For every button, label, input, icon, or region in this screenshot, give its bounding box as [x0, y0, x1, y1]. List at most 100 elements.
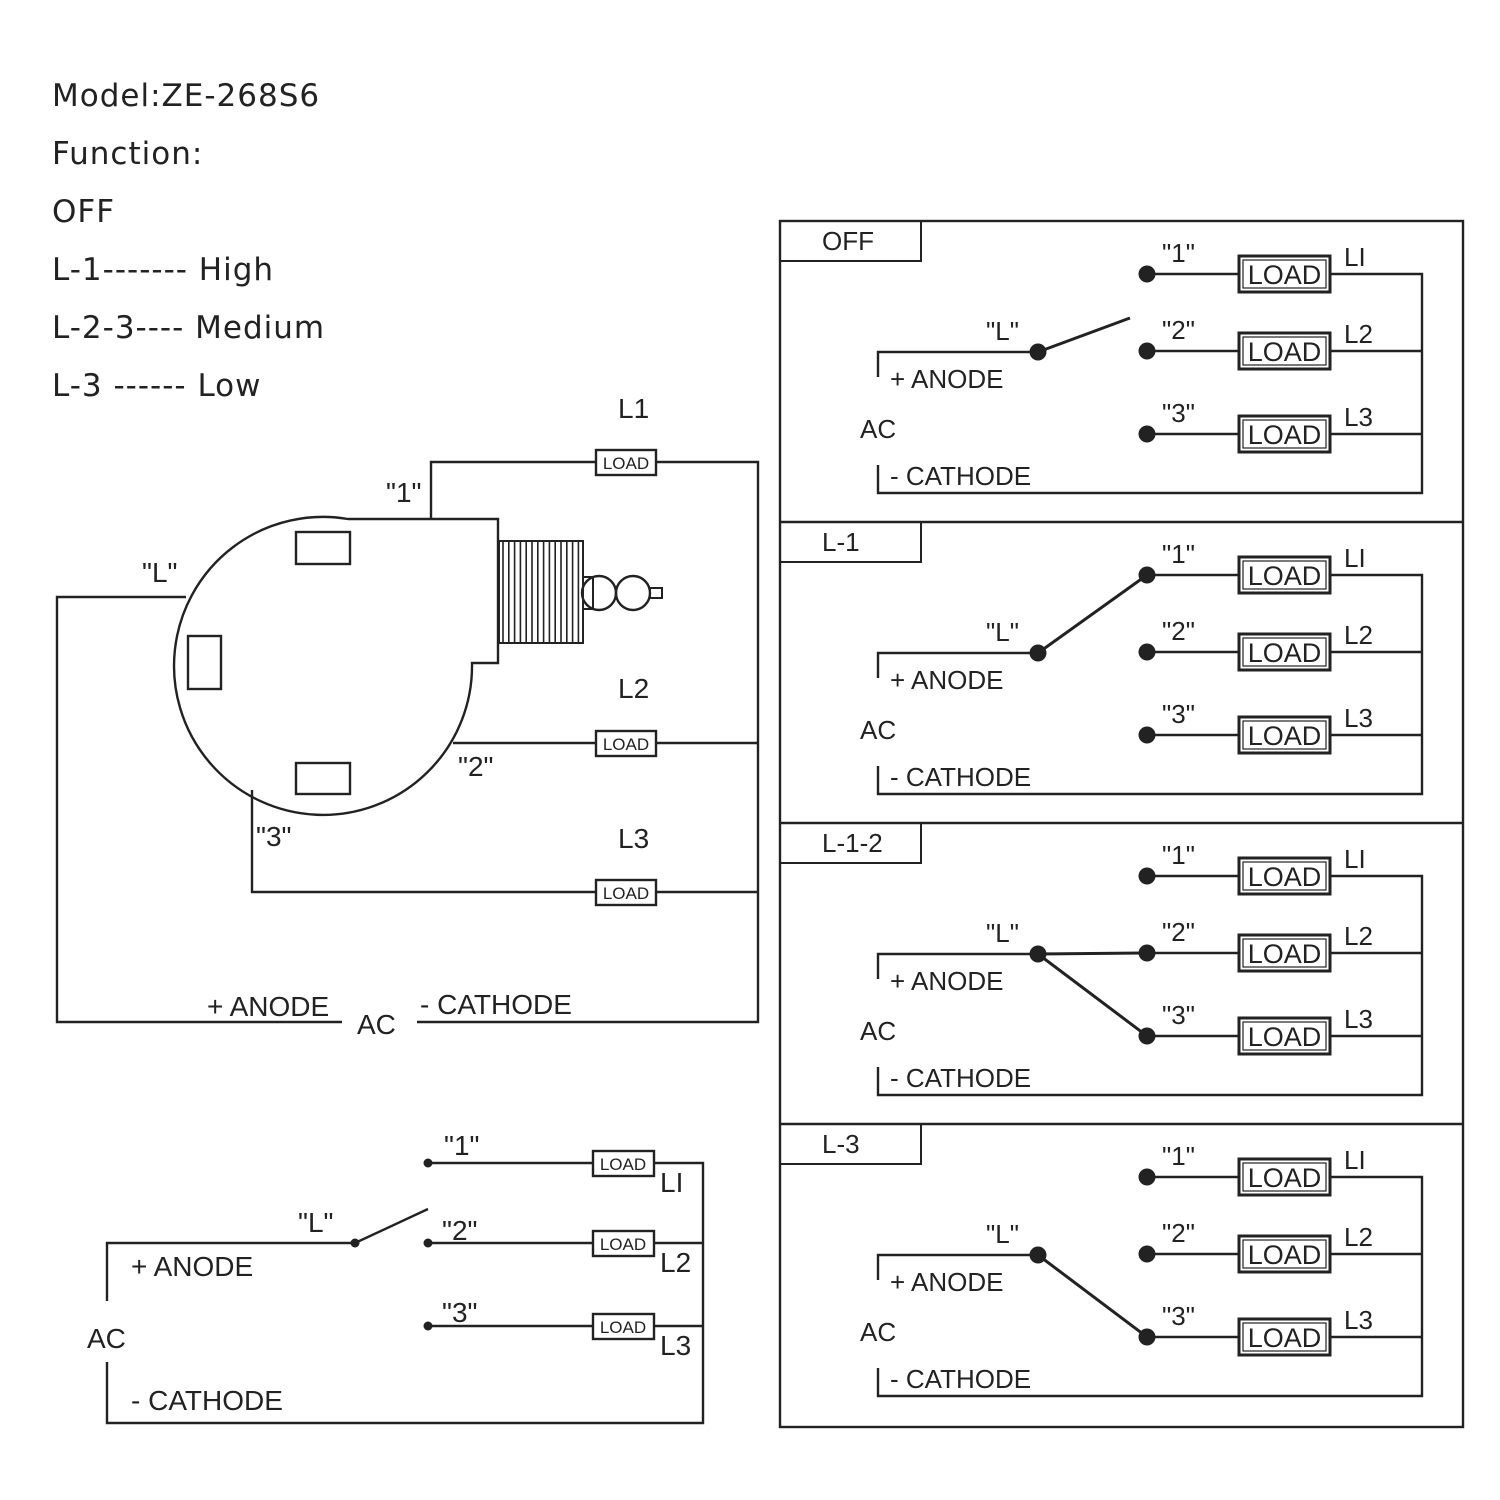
- schematic-load-box-1: [591, 1149, 656, 1178]
- state-load-inner: [1242, 1322, 1327, 1352]
- state-load-text: LOAD: [1248, 420, 1322, 450]
- state-label-l2: L2: [1344, 319, 1373, 349]
- state-load-box: [1237, 1317, 1332, 1357]
- schematic-wire-anode: [105, 1241, 353, 1301]
- schematic-switch-blade: [354, 1207, 429, 1245]
- state-label-pos-3: "3": [1162, 398, 1195, 428]
- terminal-tab-bottom: [294, 761, 352, 796]
- state-label-cathode: - CATHODE: [890, 461, 1031, 491]
- schematic-label-pos-1: "1": [444, 1130, 479, 1161]
- state-label: L-1-2: [822, 828, 883, 858]
- state-label-l2: L2: [1344, 921, 1373, 951]
- wire-1: [429, 460, 596, 519]
- label-pos-1: "1": [386, 477, 421, 508]
- schematic-label-pos-2: "2": [442, 1215, 477, 1246]
- schematic-label-cathode: - CATHODE: [131, 1385, 283, 1416]
- schematic-load-text-2: LOAD: [600, 1235, 646, 1254]
- state-label-pos-3: "3": [1162, 699, 1195, 729]
- state-load-inner: [1242, 861, 1327, 891]
- state-load-text: LOAD: [1248, 638, 1322, 668]
- state-label-anode: + ANODE: [890, 665, 1003, 695]
- state-load-text: LOAD: [1248, 561, 1322, 591]
- state-label-pos-3: "3": [1162, 1301, 1195, 1331]
- schematic-node-l: [350, 1238, 360, 1248]
- state-label-l2: L2: [1344, 1222, 1373, 1252]
- schematic-load-text-1: LOAD: [600, 1155, 646, 1174]
- shaft-collar: [582, 576, 594, 610]
- state-label-box: [779, 521, 922, 563]
- state-load-text: LOAD: [1248, 1163, 1322, 1193]
- label-l1: L1: [618, 393, 649, 424]
- state-label-pos-2: "2": [1162, 315, 1195, 345]
- state-label-anode: + ANODE: [890, 1267, 1003, 1297]
- state-node-2: [1138, 643, 1156, 661]
- state-load-text: LOAD: [1248, 260, 1322, 290]
- state-label-l1: LI: [1344, 242, 1366, 272]
- state-load-box: [1237, 1234, 1332, 1274]
- state-load-text: LOAD: [1248, 862, 1322, 892]
- schematic-label-l2: L2: [660, 1247, 691, 1278]
- state-label-l3: L3: [1344, 703, 1373, 733]
- state-label-pos-2: "2": [1162, 616, 1195, 646]
- label-cathode: - CATHODE: [420, 989, 572, 1020]
- schematic-label-pos-l: "L": [298, 1207, 333, 1238]
- state-load-inner: [1242, 560, 1327, 590]
- state-label-cathode: - CATHODE: [890, 1364, 1031, 1394]
- state-wire-cathode: [876, 573, 1424, 796]
- label-pos-2: "2": [458, 751, 493, 782]
- load-text-l1: LOAD: [603, 454, 649, 473]
- state-switch-blade: [1037, 1253, 1148, 1339]
- state-label-pos-l: "L": [986, 918, 1019, 948]
- state-node-2: [1138, 1245, 1156, 1263]
- load-text-l2: LOAD: [603, 735, 649, 754]
- state-label-pos-3: "3": [1162, 1000, 1195, 1030]
- state-label-ac: AC: [860, 715, 896, 745]
- schematic-node-1: [423, 1158, 433, 1168]
- state-label-box: [779, 822, 922, 864]
- state-label-anode: + ANODE: [890, 966, 1003, 996]
- state-wire-anode: [876, 350, 1038, 377]
- function-row-high: L-1------- High: [52, 252, 275, 288]
- state-load-inner: [1242, 259, 1327, 289]
- state-load-inner: [1242, 637, 1327, 667]
- state-label-pos-1: "1": [1162, 840, 1195, 870]
- state-label-l1: LI: [1344, 543, 1366, 573]
- state-label-ac: AC: [860, 1317, 896, 1347]
- label-l3: L3: [618, 823, 649, 854]
- state-load-box: [1237, 555, 1332, 595]
- state-label-pos-l: "L": [986, 316, 1019, 346]
- state-label-l2: L2: [1344, 620, 1373, 650]
- state-label-ac: AC: [860, 414, 896, 444]
- state-load-box: [1237, 933, 1332, 973]
- state-load-inner: [1242, 1162, 1327, 1192]
- switch-drawing: LOAD LOAD LOAD L1 L2 L3 "1" "2" "3" "L" …: [55, 393, 760, 1040]
- state-label-pos-1: "1": [1162, 539, 1195, 569]
- state-load-inner: [1242, 419, 1327, 449]
- basic-schematic: LOAD LOAD LOAD "1" "2" "3" "L" LI L2 L3 …: [87, 1130, 705, 1425]
- state-label-l1: LI: [1344, 844, 1366, 874]
- state-switch-blade: [1037, 316, 1131, 354]
- load-box-l1: [594, 448, 658, 477]
- state-node-1: [1138, 1168, 1156, 1186]
- state-load-box: [1237, 1157, 1332, 1197]
- wire-3: [250, 790, 596, 894]
- state-load-box: [1237, 254, 1332, 294]
- schematic-label-pos-3: "3": [442, 1297, 477, 1328]
- state-label-l3: L3: [1344, 1004, 1373, 1034]
- state-load-inner: [1242, 336, 1327, 366]
- state-label-pos-l: "L": [986, 617, 1019, 647]
- state-label-l3: L3: [1344, 402, 1373, 432]
- terminal-tab-left: [186, 634, 223, 691]
- state-switch-blade: [1037, 573, 1148, 655]
- schematic-label-anode: + ANODE: [131, 1251, 253, 1282]
- state-wire-cathode: [876, 272, 1424, 495]
- load-box-l3: [594, 878, 658, 907]
- function-label: Function:: [52, 136, 204, 172]
- state-wire-cathode: [876, 874, 1424, 1097]
- state-label-pos-l: "L": [986, 1219, 1019, 1249]
- function-row-medium: L-2-3---- Medium: [52, 310, 326, 346]
